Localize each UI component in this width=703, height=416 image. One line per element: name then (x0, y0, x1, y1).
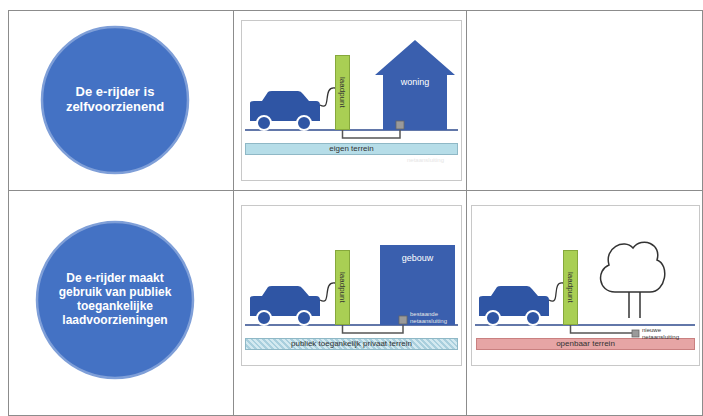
actor-circle: De e-rijder maakt gebruik van publiek to… (35, 220, 195, 380)
charging-cable (320, 88, 335, 106)
table-line (8, 190, 703, 191)
scene-frame (242, 21, 462, 181)
node-text: laadpunt (564, 251, 577, 324)
car-icon (479, 286, 549, 325)
grid-connection-square (632, 330, 639, 337)
actor-circle: De e-rijder is zelfvoorzienend (40, 25, 190, 175)
node-text: De e-rijder maakt gebruik van publiek to… (35, 220, 195, 380)
scene-frame (472, 206, 700, 366)
grid-wire (343, 130, 401, 138)
tree-icon (601, 242, 665, 318)
car-icon (250, 286, 320, 325)
node-text: openbaar terrein (477, 339, 694, 349)
house-shape: woningbestaande netaansluiting (375, 40, 455, 130)
charging-cable (549, 283, 563, 301)
terrain-band: publiek toegankelijk privaat terrein (245, 338, 458, 350)
table-grid (8, 10, 703, 416)
ground-line (475, 324, 695, 326)
node-text: De e-rijder is zelfvoorzienend (40, 25, 190, 175)
charging-cable (320, 283, 335, 301)
node-text: woning (375, 77, 455, 87)
table-border (9, 11, 703, 416)
charge-point: laadpunt (563, 250, 578, 325)
node-text: eigen terrein (246, 144, 457, 154)
table-line (233, 10, 234, 416)
annotation-label: nieuwe netaansluiting (642, 327, 694, 340)
charge-point: laadpunt (335, 55, 350, 130)
car-icon (250, 91, 320, 130)
grid-wire (571, 325, 636, 336)
table-line (466, 10, 467, 416)
node-text: bestaande netaansluiting (410, 311, 454, 325)
node-text: laadpunt (336, 56, 349, 129)
scene-frame (242, 206, 462, 366)
building-box: gebouw bestaande netaansluiting (380, 245, 455, 325)
terrain-band: eigen terrein (245, 143, 458, 155)
node-text: gebouw (380, 253, 455, 263)
grid-wire (343, 325, 404, 333)
terrain-band: openbaar terrein (476, 338, 695, 350)
node-text: publiek toegankelijk privaat terrein (246, 339, 457, 349)
charge-point: laadpunt (335, 250, 350, 325)
node-text: laadpunt (336, 251, 349, 324)
